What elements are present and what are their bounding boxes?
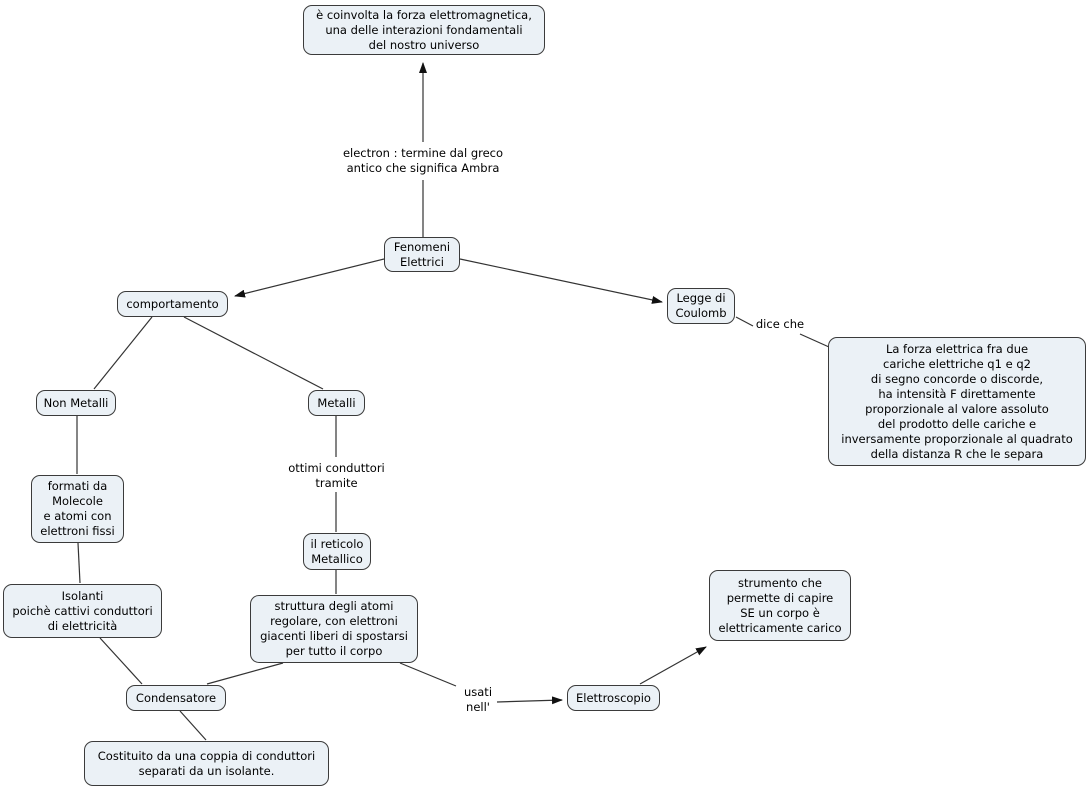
node-legge-descrizione[interactable]: La forza elettrica fra due cariche elett…	[828, 337, 1086, 466]
link-label-ottimi-conduttori[interactable]: ottimi conduttori tramite	[288, 460, 385, 490]
link-label-electron[interactable]: electron : termine dal greco antico che …	[342, 146, 504, 175]
node-costituito[interactable]: Costituito da una coppia di conduttori s…	[84, 741, 329, 786]
node-comportamento[interactable]: comportamento	[117, 291, 228, 317]
node-condensatore[interactable]: Condensatore	[126, 685, 226, 711]
connector-line	[77, 542, 81, 584]
node-non-metalli[interactable]: Non Metalli	[36, 390, 116, 416]
connector-line	[496, 696, 563, 705]
node-metalli[interactable]: Metalli	[308, 390, 365, 416]
node-strumento[interactable]: strumento che permette di capire SE un c…	[709, 570, 851, 641]
connector-line	[93, 316, 153, 390]
node-legge-di-coulomb[interactable]: Legge di Coulomb	[667, 288, 735, 324]
connector-line	[399, 662, 457, 687]
connector-line	[99, 637, 143, 685]
node-forza-elettromagnetica[interactable]: è coinvolta la forza elettromagnetica, u…	[303, 5, 545, 55]
node-isolanti[interactable]: Isolanti poichè cattivi conduttori di el…	[3, 584, 162, 638]
connector-line	[206, 662, 284, 685]
node-elettroscopio[interactable]: Elettroscopio	[567, 685, 660, 711]
connector-line	[459, 258, 663, 304]
node-formati-da[interactable]: formati da Molecole e atomi con elettron…	[31, 475, 124, 543]
connector-line	[735, 316, 754, 327]
connector-line	[639, 646, 707, 685]
connector-line	[799, 333, 830, 348]
connector-line	[179, 710, 207, 741]
node-fenomeni-elettrici[interactable]: Fenomeni Elettrici	[384, 237, 460, 272]
node-reticolo-metallico[interactable]: il reticolo Metallico	[303, 533, 371, 570]
link-label-dice-che[interactable]: dice che	[755, 317, 805, 331]
connector-line	[183, 316, 324, 390]
link-label-usati-nell[interactable]: usati nell'	[463, 684, 493, 714]
connector-line	[234, 258, 385, 298]
node-struttura-atomi[interactable]: struttura degli atomi regolare, con elet…	[250, 595, 418, 663]
